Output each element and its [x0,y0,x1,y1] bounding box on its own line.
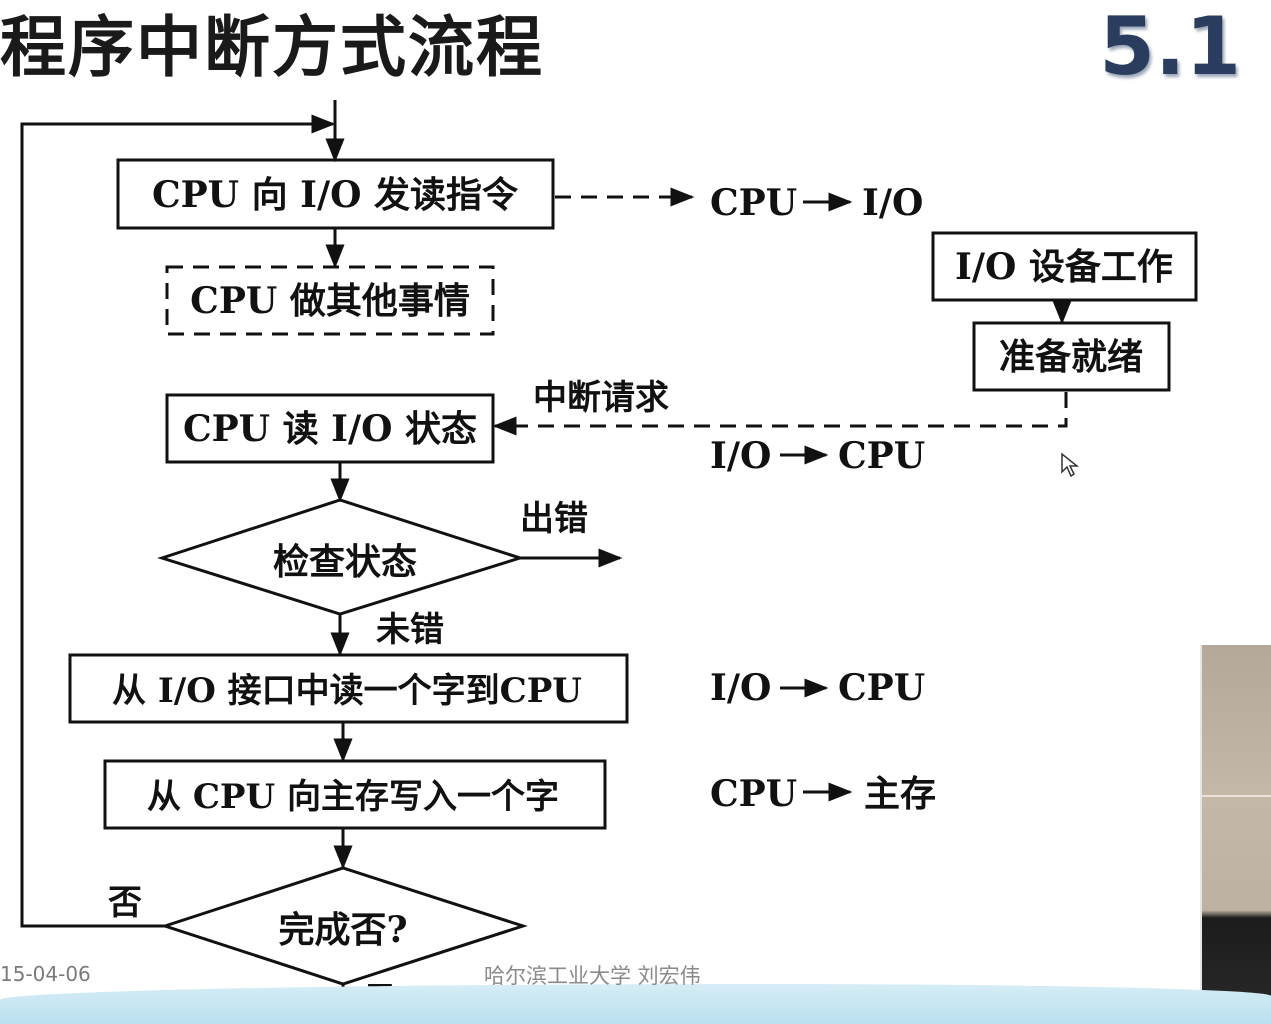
done-diamond [160,866,528,986]
read-status-label: CPU 读 I/O 状态 [183,408,477,450]
flow-note-4-to: 主存 [864,773,936,815]
mouse-cursor-icon [1060,452,1080,482]
footer-organization: 哈尔滨工业大学 刘宏伟 [484,964,701,988]
ready-label: 准备就绪 [999,336,1143,378]
do-other-label: CPU 做其他事情 [190,280,470,322]
flow-note-1-to: I/O [862,182,923,224]
write-memory-box [103,759,607,830]
io-work-label: I/O 设备工作 [955,246,1173,288]
write-memory-label: 从 CPU 向主存写入一个字 [147,777,559,817]
done-label: 完成否? [278,909,407,951]
flow-note-2-to: CPU [838,435,925,477]
no-error-label: 未错 [376,610,444,650]
read-word-label: 从 I/O 接口中读一个字到CPU [112,671,582,711]
footer-wave-decoration [0,984,1271,1024]
ready-box [972,321,1171,392]
do-other-box [165,265,495,336]
footer-date: 15-04-06 [0,962,91,986]
flow-note-3-to: CPU [838,667,925,709]
slide-title: 程序中断方式流程 [0,9,544,86]
presenter-video-thumbnail [1200,645,1271,1024]
flow-note-4-from: CPU [710,773,797,815]
read-word-box [68,653,629,724]
flow-note-3-from: I/O [710,667,771,709]
flow-note-1-from: CPU [710,182,797,224]
send-command-label: CPU 向 I/O 发读指令 [152,174,519,216]
flow-note-2-from: I/O [710,435,771,477]
no-label: 否 [108,883,142,923]
check-status-label: 检查状态 [273,541,417,583]
io-work-box [931,231,1198,302]
error-label: 出错 [520,499,588,539]
section-number: 5.1 [1099,0,1241,93]
interrupt-request-label: 中断请求 [533,378,669,418]
